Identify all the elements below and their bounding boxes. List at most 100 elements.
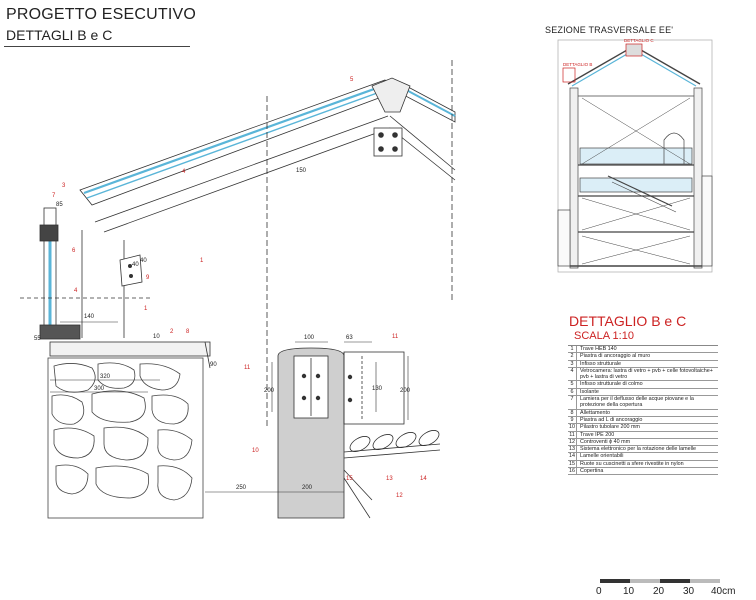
dim-40b: 40 [132, 262, 139, 268]
legend-item-description: Isolante [580, 388, 599, 395]
detail-c-marker [625, 43, 643, 57]
bolt [301, 395, 307, 401]
legend-item-description: Piastra di ancoraggio al muro [580, 353, 651, 360]
callout-13: 13 [386, 476, 393, 482]
callout-11b: 11 [392, 334, 399, 340]
section-title: SEZIONE TRASVERSALE EE' [545, 25, 674, 35]
bolt [378, 146, 384, 152]
louvre [372, 434, 394, 450]
bolt [128, 273, 133, 278]
legend-item-description: Controventi ϕ 40 mm [580, 438, 631, 445]
section-brace [581, 197, 691, 231]
dim-40: 40 [140, 258, 147, 264]
scale-segment [660, 579, 690, 583]
legend-item-number: 14 [569, 453, 577, 460]
scale-label-30: 30 [683, 586, 695, 597]
callout-3: 3 [62, 183, 66, 189]
ridge-plate [373, 127, 403, 157]
stone [103, 426, 149, 461]
bolt [127, 263, 132, 268]
legend-item-description: Vetrocamera: lastra di vetro + pvb + cel… [580, 367, 713, 381]
section-brace [581, 97, 691, 165]
scale-label-20: 20 [653, 586, 665, 597]
scale-label-0: 0 [596, 586, 602, 597]
drawing-subtitle: DETTAGLI B e C [6, 27, 113, 43]
legend-item-description: Pilastro tubolare 200 mm [580, 424, 640, 431]
stone-wall [47, 357, 204, 519]
dim-300: 300 [94, 386, 105, 392]
bolt [392, 146, 398, 152]
bolt [378, 132, 384, 138]
callout-11: 11 [244, 365, 251, 371]
bracing-rod [343, 469, 373, 501]
roof-glass-2 [86, 87, 392, 199]
dim-250: 250 [236, 485, 247, 491]
legend-item-description: Trave IPE 200 [580, 431, 615, 438]
bolt [347, 374, 353, 380]
section-annex-right [701, 175, 713, 267]
section-tag-b: DETTAGLIO B [563, 62, 592, 67]
bolt [315, 373, 321, 379]
legend-title: DETTAGLIO B e C [569, 313, 687, 329]
legend-item-description: Piastra ad L di ancoraggio [580, 416, 643, 423]
callout-5: 5 [350, 77, 354, 83]
stone [51, 394, 85, 425]
dim-200-vertical: 200 [264, 388, 275, 394]
callout-4b: 4 [74, 288, 78, 294]
bolt [315, 395, 321, 401]
coping-drip [204, 341, 211, 369]
legend-item-number: 2 [568, 353, 577, 360]
legend-item-number: 3 [568, 360, 577, 367]
stone [53, 427, 95, 459]
callout-6: 6 [72, 248, 76, 254]
legend-item-number: 8 [568, 409, 577, 416]
scale-label-40cm: 40cm [711, 586, 736, 597]
scale-segment [600, 579, 630, 583]
detail-b-marker [562, 67, 576, 83]
dim-150: 150 [296, 168, 307, 174]
section-wall-thick-right [693, 87, 703, 269]
dimension-texts: 85 140 55 10 90 320 300 250 200 200 200 … [34, 168, 411, 491]
stone [95, 465, 149, 499]
legend-item-number: 7 [568, 396, 577, 409]
louvre-rail [343, 443, 441, 453]
ipe-beam [343, 351, 405, 425]
stone [157, 429, 193, 461]
stone [157, 465, 193, 501]
callout-4: 4 [182, 169, 186, 175]
rafter-bottom [103, 127, 391, 233]
section-annex-left [557, 209, 571, 267]
callout-7: 7 [52, 193, 56, 199]
callout-12: 12 [396, 493, 403, 499]
callouts: 3 7 4 4 5 6 1 1 2 8 9 10 11 11 12 13 14 … [52, 77, 427, 499]
dimension-lines [50, 321, 409, 493]
legend-item-description: Infisso strutturale [580, 360, 622, 367]
drawing-title: PROGETTO ESECUTIVO [6, 6, 196, 23]
callout-14: 14 [420, 476, 427, 482]
dim-10: 10 [153, 334, 160, 340]
legend-item-number: 13 [569, 446, 577, 453]
stone [53, 363, 96, 393]
stone [139, 363, 181, 391]
legend-item-description: Lamiera per il deflusso delle acque piov… [580, 396, 694, 409]
bolt [301, 373, 307, 379]
legend-item-description: Trave HEB 140 [580, 346, 617, 352]
bracing-rod [343, 477, 371, 519]
callout-2: 2 [170, 329, 174, 335]
legend-scale: SCALA 1:10 [574, 330, 634, 342]
louvre [418, 430, 440, 446]
section-stair [611, 181, 677, 213]
